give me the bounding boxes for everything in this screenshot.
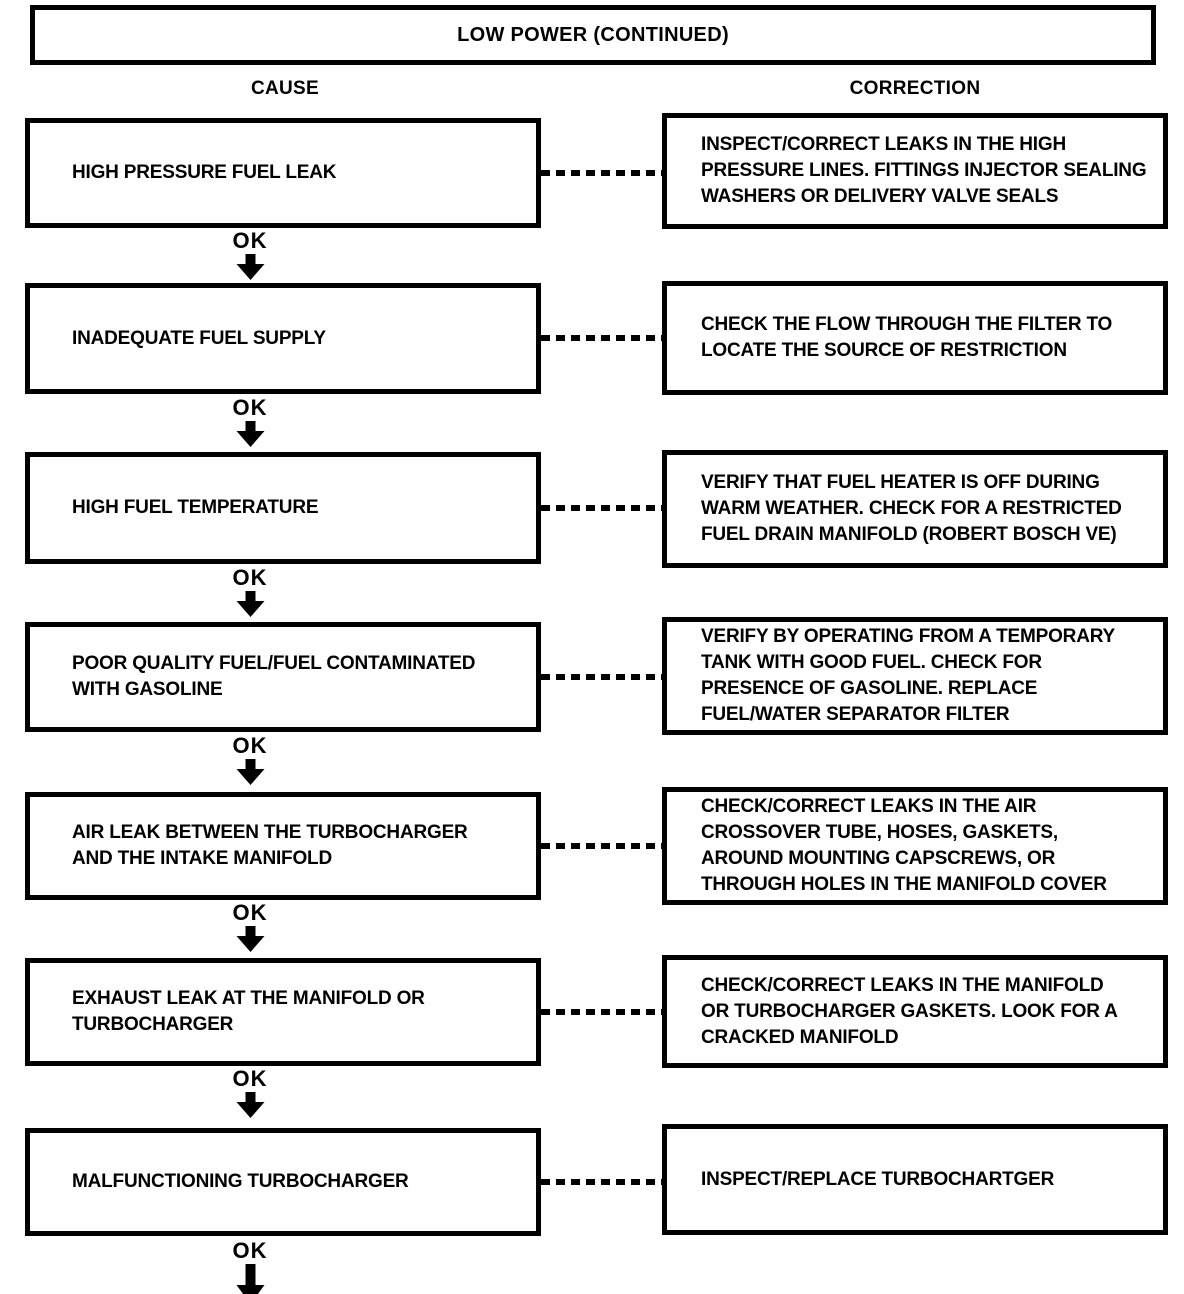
cause-text: HIGH FUEL TEMPERATURE xyxy=(72,497,319,518)
correction-text: CHECK/CORRECT LEAKS IN THE AIR CROSSOVER… xyxy=(701,796,1107,895)
ok-group-6: OK xyxy=(233,1068,268,1118)
connector-line-5 xyxy=(541,843,662,849)
correction-box-6: CHECK/CORRECT LEAKS IN THE MANIFOLD OR T… xyxy=(662,955,1168,1068)
correction-box-1: INSPECT/CORRECT LEAKS IN THE HIGH PRESSU… xyxy=(662,113,1168,229)
ok-group-1: OK xyxy=(233,230,268,280)
ok-group-2: OK xyxy=(233,397,268,447)
down-arrow-icon xyxy=(233,1264,267,1294)
cause-box-1: HIGH PRESSURE FUEL LEAK xyxy=(25,118,541,228)
down-arrow-icon xyxy=(233,926,267,952)
connector-line-1 xyxy=(541,170,662,176)
cause-text: AIR LEAK BETWEEN THE TURBOCHARGER AND TH… xyxy=(72,822,468,869)
cause-box-3: HIGH FUEL TEMPERATURE xyxy=(25,452,541,564)
flowchart-title: LOW POWER (CONTINUED) xyxy=(457,23,729,46)
correction-text: CHECK THE FLOW THROUGH THE FILTER TO LOC… xyxy=(701,314,1113,361)
correction-text: VERIFY THAT FUEL HEATER IS OFF DURING WA… xyxy=(701,472,1122,545)
cause-text: HIGH PRESSURE FUEL LEAK xyxy=(72,162,337,183)
cause-box-2: INADEQUATE FUEL SUPPLY xyxy=(25,283,541,394)
correction-box-5: CHECK/CORRECT LEAKS IN THE AIR CROSSOVER… xyxy=(662,787,1168,905)
correction-text: INSPECT/CORRECT LEAKS IN THE HIGH PRESSU… xyxy=(701,134,1147,207)
ok-label: OK xyxy=(232,733,268,758)
correction-box-3: VERIFY THAT FUEL HEATER IS OFF DURING WA… xyxy=(662,450,1168,568)
correction-box-2: CHECK THE FLOW THROUGH THE FILTER TO LOC… xyxy=(662,281,1168,395)
ok-label: OK xyxy=(232,1066,268,1091)
ok-group-5: OK xyxy=(233,902,268,952)
down-arrow-icon xyxy=(233,1092,267,1118)
column-header-correction: CORRECTION xyxy=(849,78,981,99)
connector-line-6 xyxy=(541,1009,662,1015)
ok-label: OK xyxy=(232,395,268,420)
ok-group-7: OK xyxy=(233,1240,268,1294)
correction-text: VERIFY BY OPERATING FROM A TEMPORARY TAN… xyxy=(701,626,1116,725)
flowchart-title-box: LOW POWER (CONTINUED) xyxy=(30,5,1156,65)
connector-line-2 xyxy=(541,335,662,341)
cause-box-6: EXHAUST LEAK AT THE MANIFOLD OR TURBOCHA… xyxy=(25,958,541,1066)
ok-group-3: OK xyxy=(233,567,268,617)
ok-label: OK xyxy=(232,900,268,925)
down-arrow-icon xyxy=(233,759,267,785)
ok-label: OK xyxy=(232,228,268,253)
connector-line-7 xyxy=(541,1179,662,1185)
column-header-cause: CAUSE xyxy=(250,78,320,99)
cause-text: INADEQUATE FUEL SUPPLY xyxy=(72,327,326,349)
connector-line-3 xyxy=(541,505,662,511)
cause-text: POOR QUALITY FUEL/FUEL CONTAMINATED WITH… xyxy=(72,653,476,700)
ok-group-4: OK xyxy=(233,735,268,785)
connector-line-4 xyxy=(541,674,662,680)
down-arrow-icon xyxy=(233,421,267,447)
down-arrow-icon xyxy=(233,254,267,280)
ok-label: OK xyxy=(232,565,268,590)
cause-text: EXHAUST LEAK AT THE MANIFOLD OR TURBOCHA… xyxy=(72,988,425,1035)
cause-text: MALFUNCTIONING TURBOCHARGER xyxy=(72,1171,409,1192)
cause-box-7: MALFUNCTIONING TURBOCHARGER xyxy=(25,1128,541,1236)
correction-box-7: INSPECT/REPLACE TURBOCHARTGER xyxy=(662,1124,1168,1235)
down-arrow-icon xyxy=(233,591,267,617)
correction-box-4: VERIFY BY OPERATING FROM A TEMPORARY TAN… xyxy=(662,617,1168,735)
correction-text: INSPECT/REPLACE TURBOCHARTGER xyxy=(701,1168,1055,1190)
cause-box-5: AIR LEAK BETWEEN THE TURBOCHARGER AND TH… xyxy=(25,792,541,900)
correction-text: CHECK/CORRECT LEAKS IN THE MANIFOLD OR T… xyxy=(701,974,1118,1048)
ok-label: OK xyxy=(232,1238,268,1263)
cause-box-4: POOR QUALITY FUEL/FUEL CONTAMINATED WITH… xyxy=(25,622,541,732)
